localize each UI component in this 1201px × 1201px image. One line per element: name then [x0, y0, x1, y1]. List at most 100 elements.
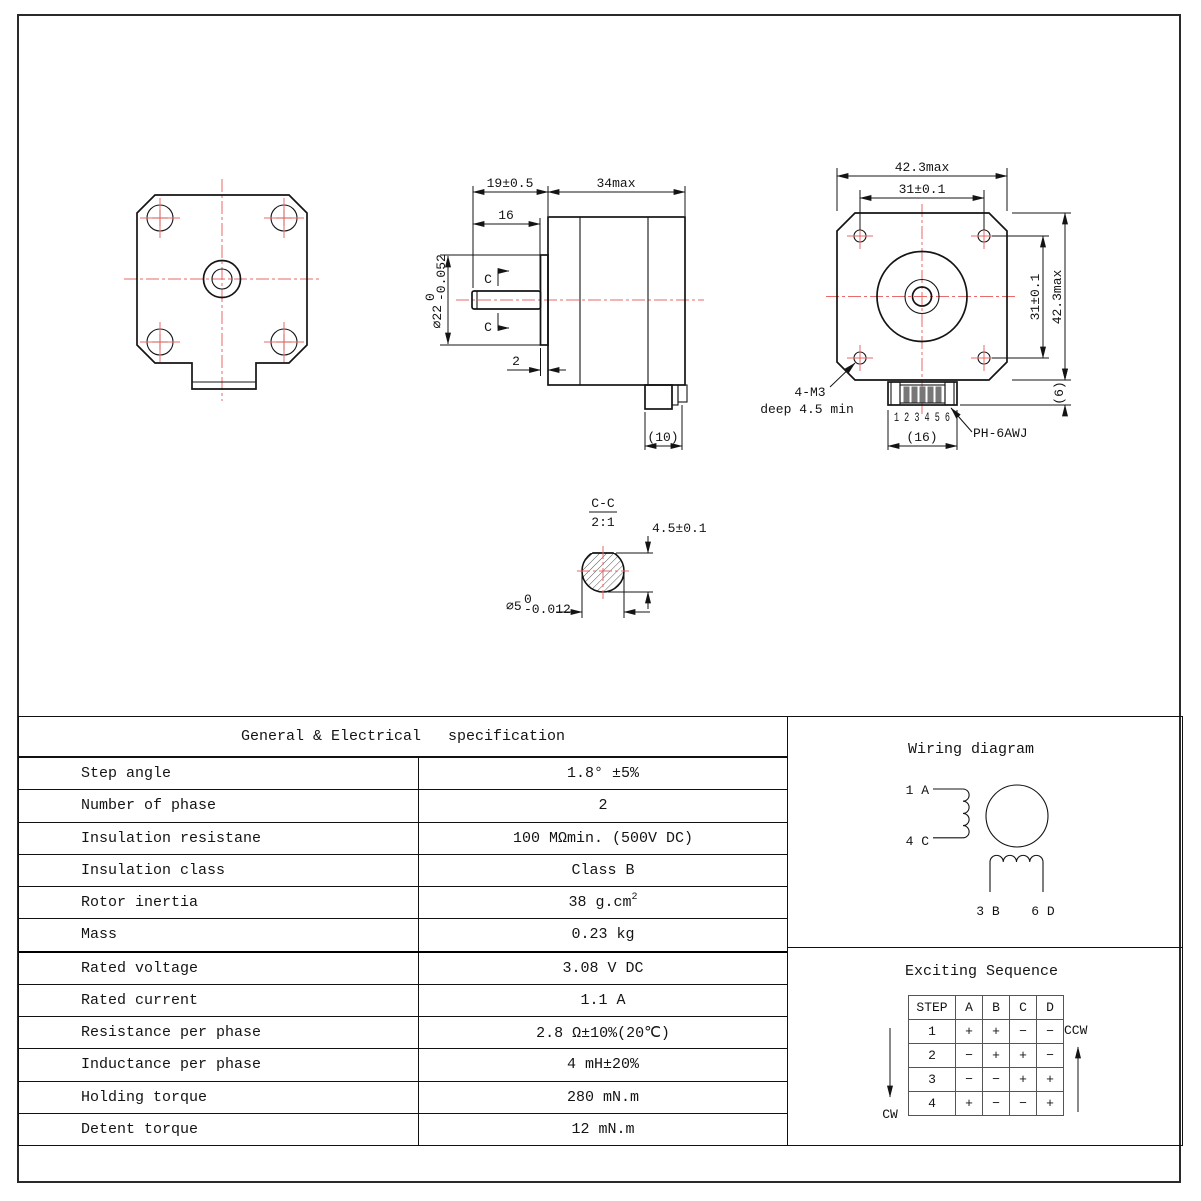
exciting-header-a: A [955, 995, 983, 1020]
dim-d22-sub: -0.052 [434, 254, 449, 301]
table-row: STEP A B C D [908, 995, 1064, 1020]
dim-d5-main: ⌀5 [506, 599, 522, 614]
dim-31-top: 31±0.1 [899, 182, 946, 197]
wiring-label-3b: 3 B [976, 904, 1000, 919]
ccw-label: CCW [1064, 1023, 1088, 1038]
section-title: C-C [591, 496, 615, 511]
spec-label: Inductance per phase [19, 1049, 419, 1081]
table-row: Inductance per phase 4 mH±20% [19, 1048, 787, 1081]
thread-depth-label: deep 4.5 min [760, 402, 854, 417]
table-row: Rated voltage 3.08 V DC [19, 950, 787, 984]
section-mark-c-lower: C [484, 320, 492, 335]
spec-label: Rotor inertia [19, 887, 419, 919]
exciting-cell: 2 [908, 1043, 956, 1068]
dim-d22-main: ⌀22 [430, 305, 445, 328]
spec-value: 100 MΩmin. (500V DC) [512, 829, 694, 847]
page-border [17, 14, 1181, 1183]
table-row: Holding torque 280 mN.m [19, 1080, 787, 1113]
exciting-cell: + [1009, 1043, 1037, 1068]
thread-label-m3: 4-M3 [794, 385, 825, 400]
spec-value: 3.08 V DC [562, 959, 644, 977]
exciting-header-step: STEP [908, 995, 956, 1020]
wiring-diagram-title: Wiring diagram [908, 741, 1035, 758]
dim-19: 19±0.5 [487, 176, 534, 191]
exciting-cell: + [1036, 1091, 1064, 1116]
pin-numbers: 1 2 3 4 5 6 [894, 410, 950, 425]
side-connector [644, 384, 688, 410]
exciting-cell: − [1009, 1091, 1037, 1116]
exciting-cell: + [982, 1019, 1010, 1044]
exciting-cell: − [955, 1067, 983, 1092]
spec-value-text: 38 g.cm [568, 894, 632, 912]
exciting-cell: + [1009, 1067, 1037, 1092]
section-scale: 2:1 [591, 515, 615, 530]
spec-label: Insulation class [19, 854, 419, 886]
cw-label: CW [882, 1107, 898, 1122]
table-row: Number of phase 2 [19, 789, 787, 822]
dim-2: 2 [512, 354, 520, 369]
table-row: 3 − − + + [908, 1067, 1064, 1092]
dim-d5-sup: 0 [524, 592, 532, 607]
exciting-cell: + [955, 1019, 983, 1044]
front-screws [140, 198, 304, 362]
exciting-cell: 1 [908, 1019, 956, 1044]
spec-label: Resistance per phase [19, 1017, 419, 1049]
table-row: Mass 0.23 kg [19, 918, 787, 951]
spec-value: 12 mN.m [571, 1120, 635, 1138]
spec-value: 4 mH±20% [566, 1056, 639, 1074]
dim-45: 4.5±0.1 [652, 521, 707, 536]
rotation-arrows: CW CCW [882, 1023, 1087, 1122]
exciting-cell: + [982, 1043, 1010, 1068]
exciting-header-d: D [1036, 995, 1064, 1020]
side-view: 19±0.5 34max 16 ⌀22 0 -0.052 C C 2 (10) [423, 176, 704, 450]
rear-connector [887, 381, 958, 406]
dim-16: 16 [498, 208, 514, 223]
dim-10: (10) [647, 430, 678, 445]
exciting-cell: − [982, 1067, 1010, 1092]
exciting-header-b: B [982, 995, 1010, 1020]
spec-value: 1.8° ±5% [566, 765, 639, 783]
connector-type-label: PH-6AWJ [973, 426, 1028, 441]
table-row: Step angle 1.8° ±5% [19, 757, 787, 790]
exciting-cell: 3 [908, 1067, 956, 1092]
exciting-cell: + [1036, 1067, 1064, 1092]
exciting-sequence-title: Exciting Sequence [905, 963, 1059, 980]
exciting-cell: − [1036, 1043, 1064, 1068]
wiring-diagram: 1 A 4 C 3 B 6 D [906, 783, 1055, 919]
wiring-label-1a: 1 A [906, 783, 930, 798]
spec-label: Insulation resistane [19, 822, 419, 854]
wiring-label-4c: 4 C [906, 834, 930, 849]
spec-label: Rated voltage [19, 952, 419, 984]
spec-table: General & Electrical specification Step … [18, 716, 788, 1146]
dim-31-right: 31±0.1 [1028, 273, 1043, 320]
spec-label: Rated current [19, 984, 419, 1016]
wiring-label-6d: 6 D [1031, 904, 1055, 919]
dim-34max: 34max [596, 176, 635, 191]
spec-value: 280 mN.m [566, 1088, 639, 1106]
spec-label: Holding torque [19, 1081, 419, 1113]
table-row: Detent torque 12 mN.m [19, 1112, 787, 1145]
dim-16-rear: (16) [906, 430, 937, 445]
exciting-cell: − [1036, 1019, 1064, 1044]
exciting-cell: − [1009, 1019, 1037, 1044]
spec-value-superscript: 2 [631, 892, 638, 904]
dim-6: (6) [1052, 381, 1067, 404]
dim-d22: ⌀22 0 -0.052 [423, 254, 449, 328]
spec-value: 2.8 Ω±10%(20℃) [536, 1025, 670, 1043]
exciting-cell: − [982, 1091, 1010, 1116]
front-view [124, 179, 320, 401]
spec-value: 1.1 A [580, 991, 626, 1009]
dim-423-right: 42.3max [1050, 269, 1065, 324]
table-row: Insulation class Class B [19, 853, 787, 886]
exciting-cell: − [955, 1043, 983, 1068]
spec-label: Mass [19, 919, 419, 951]
wiring-panel [788, 717, 1182, 948]
spec-label: Step angle [19, 758, 419, 790]
exciting-sequence-table: STEP A B C D 1 + + − − 2 − + + − 3 − − +… [908, 995, 1064, 1116]
dim-d5-sub: -0.012 [524, 602, 571, 617]
dim-d5: ⌀5 0 -0.012 [506, 592, 571, 617]
table-row: Rated current 1.1 A [19, 983, 787, 1016]
